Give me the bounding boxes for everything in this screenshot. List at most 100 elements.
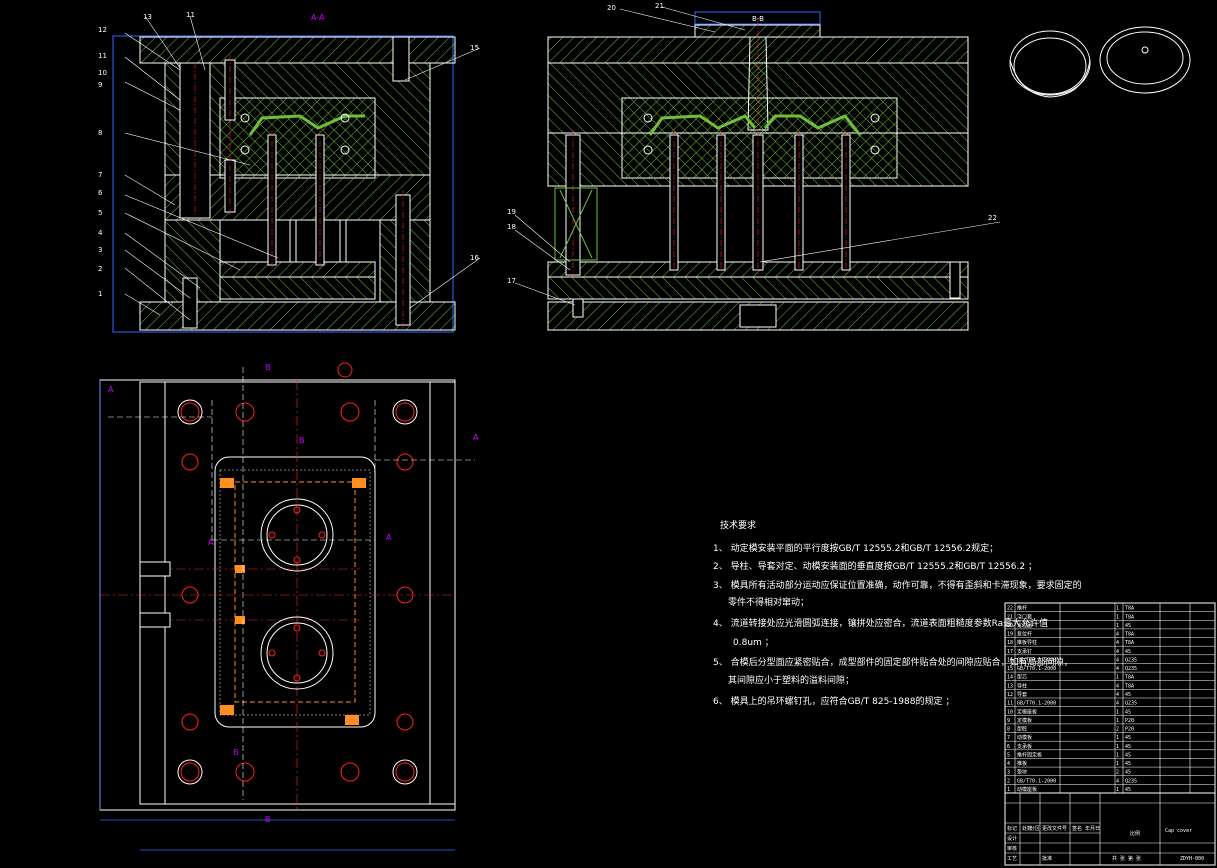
bom-cell: 45 [1125, 752, 1131, 758]
bom-cell: 1 [1116, 709, 1119, 715]
bom-cell: 2 [1007, 778, 1010, 784]
top-note: A-A [311, 13, 325, 22]
bom-cell: 13 [1007, 683, 1013, 689]
bom-cell: 12 [1007, 692, 1013, 698]
bom-cell: Q235 [1125, 666, 1137, 672]
section-mark-a2: A [473, 433, 479, 442]
tech-req-line-3: 3、 模具所有活动部分运动应保证位置准确，动作可靠，不得有歪斜和卡滞现象，要求固… [713, 579, 1082, 591]
bom-cell: T8A [1125, 675, 1134, 681]
bom-cell: 支承钉 [1017, 648, 1032, 655]
bom-cell: P20 [1125, 727, 1134, 733]
bom-cell: 14 [1007, 675, 1013, 681]
bom-cell: 16 [1007, 657, 1013, 663]
callout-10: 10 [98, 69, 107, 77]
section-mark-b2: B [299, 436, 305, 445]
bom-cell: 推板导柱 [1017, 639, 1037, 646]
callout-20: 20 [607, 4, 616, 12]
bom-cell: 4 [1116, 778, 1119, 784]
title-label-sign: 签名 [1072, 825, 1082, 832]
bom-cell: 8 [1007, 727, 1010, 733]
tech-req-line-2: 2、 导柱、导套对定、动模安装面的垂直度按GB/T 12555.2和GB/T 1… [713, 560, 1037, 572]
callout-18: 18 [507, 223, 516, 231]
title-label-zone: 分区 [1030, 825, 1040, 832]
callout-8: 8 [98, 129, 102, 137]
title-label-date: 年月日 [1085, 825, 1100, 832]
title-design: 设计 [1007, 835, 1017, 842]
bom-cell: 4 [1116, 640, 1119, 646]
bom-cell: 动模板 [1017, 734, 1032, 741]
bom-cell: 45 [1125, 709, 1131, 715]
bom-cell: 动模座板 [1017, 786, 1037, 793]
part-isometric-views [1009, 26, 1191, 98]
bom-cell: 7 [1007, 735, 1010, 741]
tech-req-line-4: 零件不得相对窜动； [728, 596, 809, 608]
bom-cell: 1 [1007, 787, 1010, 793]
bom-cell: 1 [1116, 623, 1119, 629]
tech-req-title: 技术要求 [720, 519, 756, 531]
callout-5: 5 [98, 209, 102, 217]
tech-req-line-7: 5、 合模后分型面应紧密贴合，成型部件的固定部件贴合处的间隙应贴合，如有局部间隙… [713, 656, 1073, 668]
callout-12: 12 [98, 26, 107, 34]
callout-1: 1 [98, 290, 102, 298]
section-mark-b1: B [265, 363, 271, 372]
bom-cell: 2 [1116, 770, 1119, 776]
bom-cell: 1 [1116, 752, 1119, 758]
bom-cell: 45 [1125, 735, 1131, 741]
scale-label: 比例 [1130, 830, 1140, 837]
callout-9: 9 [98, 81, 102, 89]
bom-cell: 3 [1007, 770, 1010, 776]
callout-11b: 11 [98, 52, 107, 60]
callout-11a: 11 [186, 11, 195, 19]
bom-cell: 浇口套 [1017, 613, 1032, 620]
bom-cell: 45 [1125, 692, 1131, 698]
bom-cell: 支承板 [1017, 743, 1032, 750]
bom-cell: 推杆固定板 [1017, 751, 1042, 758]
bom-cell: 10 [1007, 709, 1013, 715]
drawing-number: ZDYH-000 [1180, 856, 1204, 862]
bom-cell: 1 [1116, 606, 1119, 612]
bom-cell: 推板 [1017, 760, 1027, 767]
bom-cell: 复位杆 [1017, 631, 1032, 638]
bom-cell: 4 [1116, 649, 1119, 655]
bom-cell: Q235 [1125, 657, 1137, 663]
bom-cell: GB/T70.1-2000 [1017, 657, 1056, 663]
callout-7: 7 [98, 171, 102, 179]
bom-cell: GB/T70.1-2000 [1017, 701, 1056, 707]
title-label-count: 处数 [1022, 825, 1032, 832]
title-label-mark: 标记 [1007, 825, 1017, 832]
bom-cell: 推杆 [1017, 605, 1027, 612]
bom-cell: GB/T70.1-2000 [1017, 778, 1056, 784]
bom-cell: Q235 [1125, 701, 1137, 707]
bom-cell: 定模板 [1017, 717, 1032, 724]
section-mark-b4: B [265, 815, 271, 824]
tech-req-line-8: 其间隙应小于塑料的溢料间隙； [728, 674, 854, 686]
section-mark-a4: A [386, 533, 392, 542]
callout-21: 21 [655, 2, 664, 10]
title-process: 工艺 [1007, 856, 1017, 862]
bom-cell: T8A [1125, 614, 1134, 620]
callout-3: 3 [98, 246, 102, 254]
bom-cell: 11 [1007, 701, 1013, 707]
callout-2: 2 [98, 265, 102, 273]
bom-cell: 型腔 [1017, 726, 1027, 733]
bom-cell: 5 [1007, 752, 1010, 758]
bom-cell: 型芯 [1017, 674, 1027, 681]
bom-cell: 导套 [1017, 691, 1027, 698]
bom-cell: T8A [1125, 683, 1134, 689]
bom-cell: 4 [1116, 657, 1119, 663]
bom-cell: 4 [1007, 761, 1010, 767]
bom-cell: 18 [1007, 640, 1013, 646]
bom-cell: 定模座板 [1017, 708, 1037, 715]
callout-15: 15 [470, 44, 479, 52]
section-view-aa: 13 11 12 11 10 9 8 7 6 5 4 3 2 1 15 16 A… [98, 11, 481, 333]
section-bb-label: B-B [752, 15, 764, 23]
bom-cell: P20 [1125, 718, 1134, 724]
bom-cell: Q235 [1125, 778, 1137, 784]
technical-requirements: 技术要求 1、 动定模安装平面的平行度按GB/T 12555.2和GB/T 12… [713, 519, 1082, 707]
bom-cell: 45 [1125, 787, 1131, 793]
bom-cell: 45 [1125, 744, 1131, 750]
bom-cell: 1 [1116, 718, 1119, 724]
bom-cell: 4 [1116, 701, 1119, 707]
